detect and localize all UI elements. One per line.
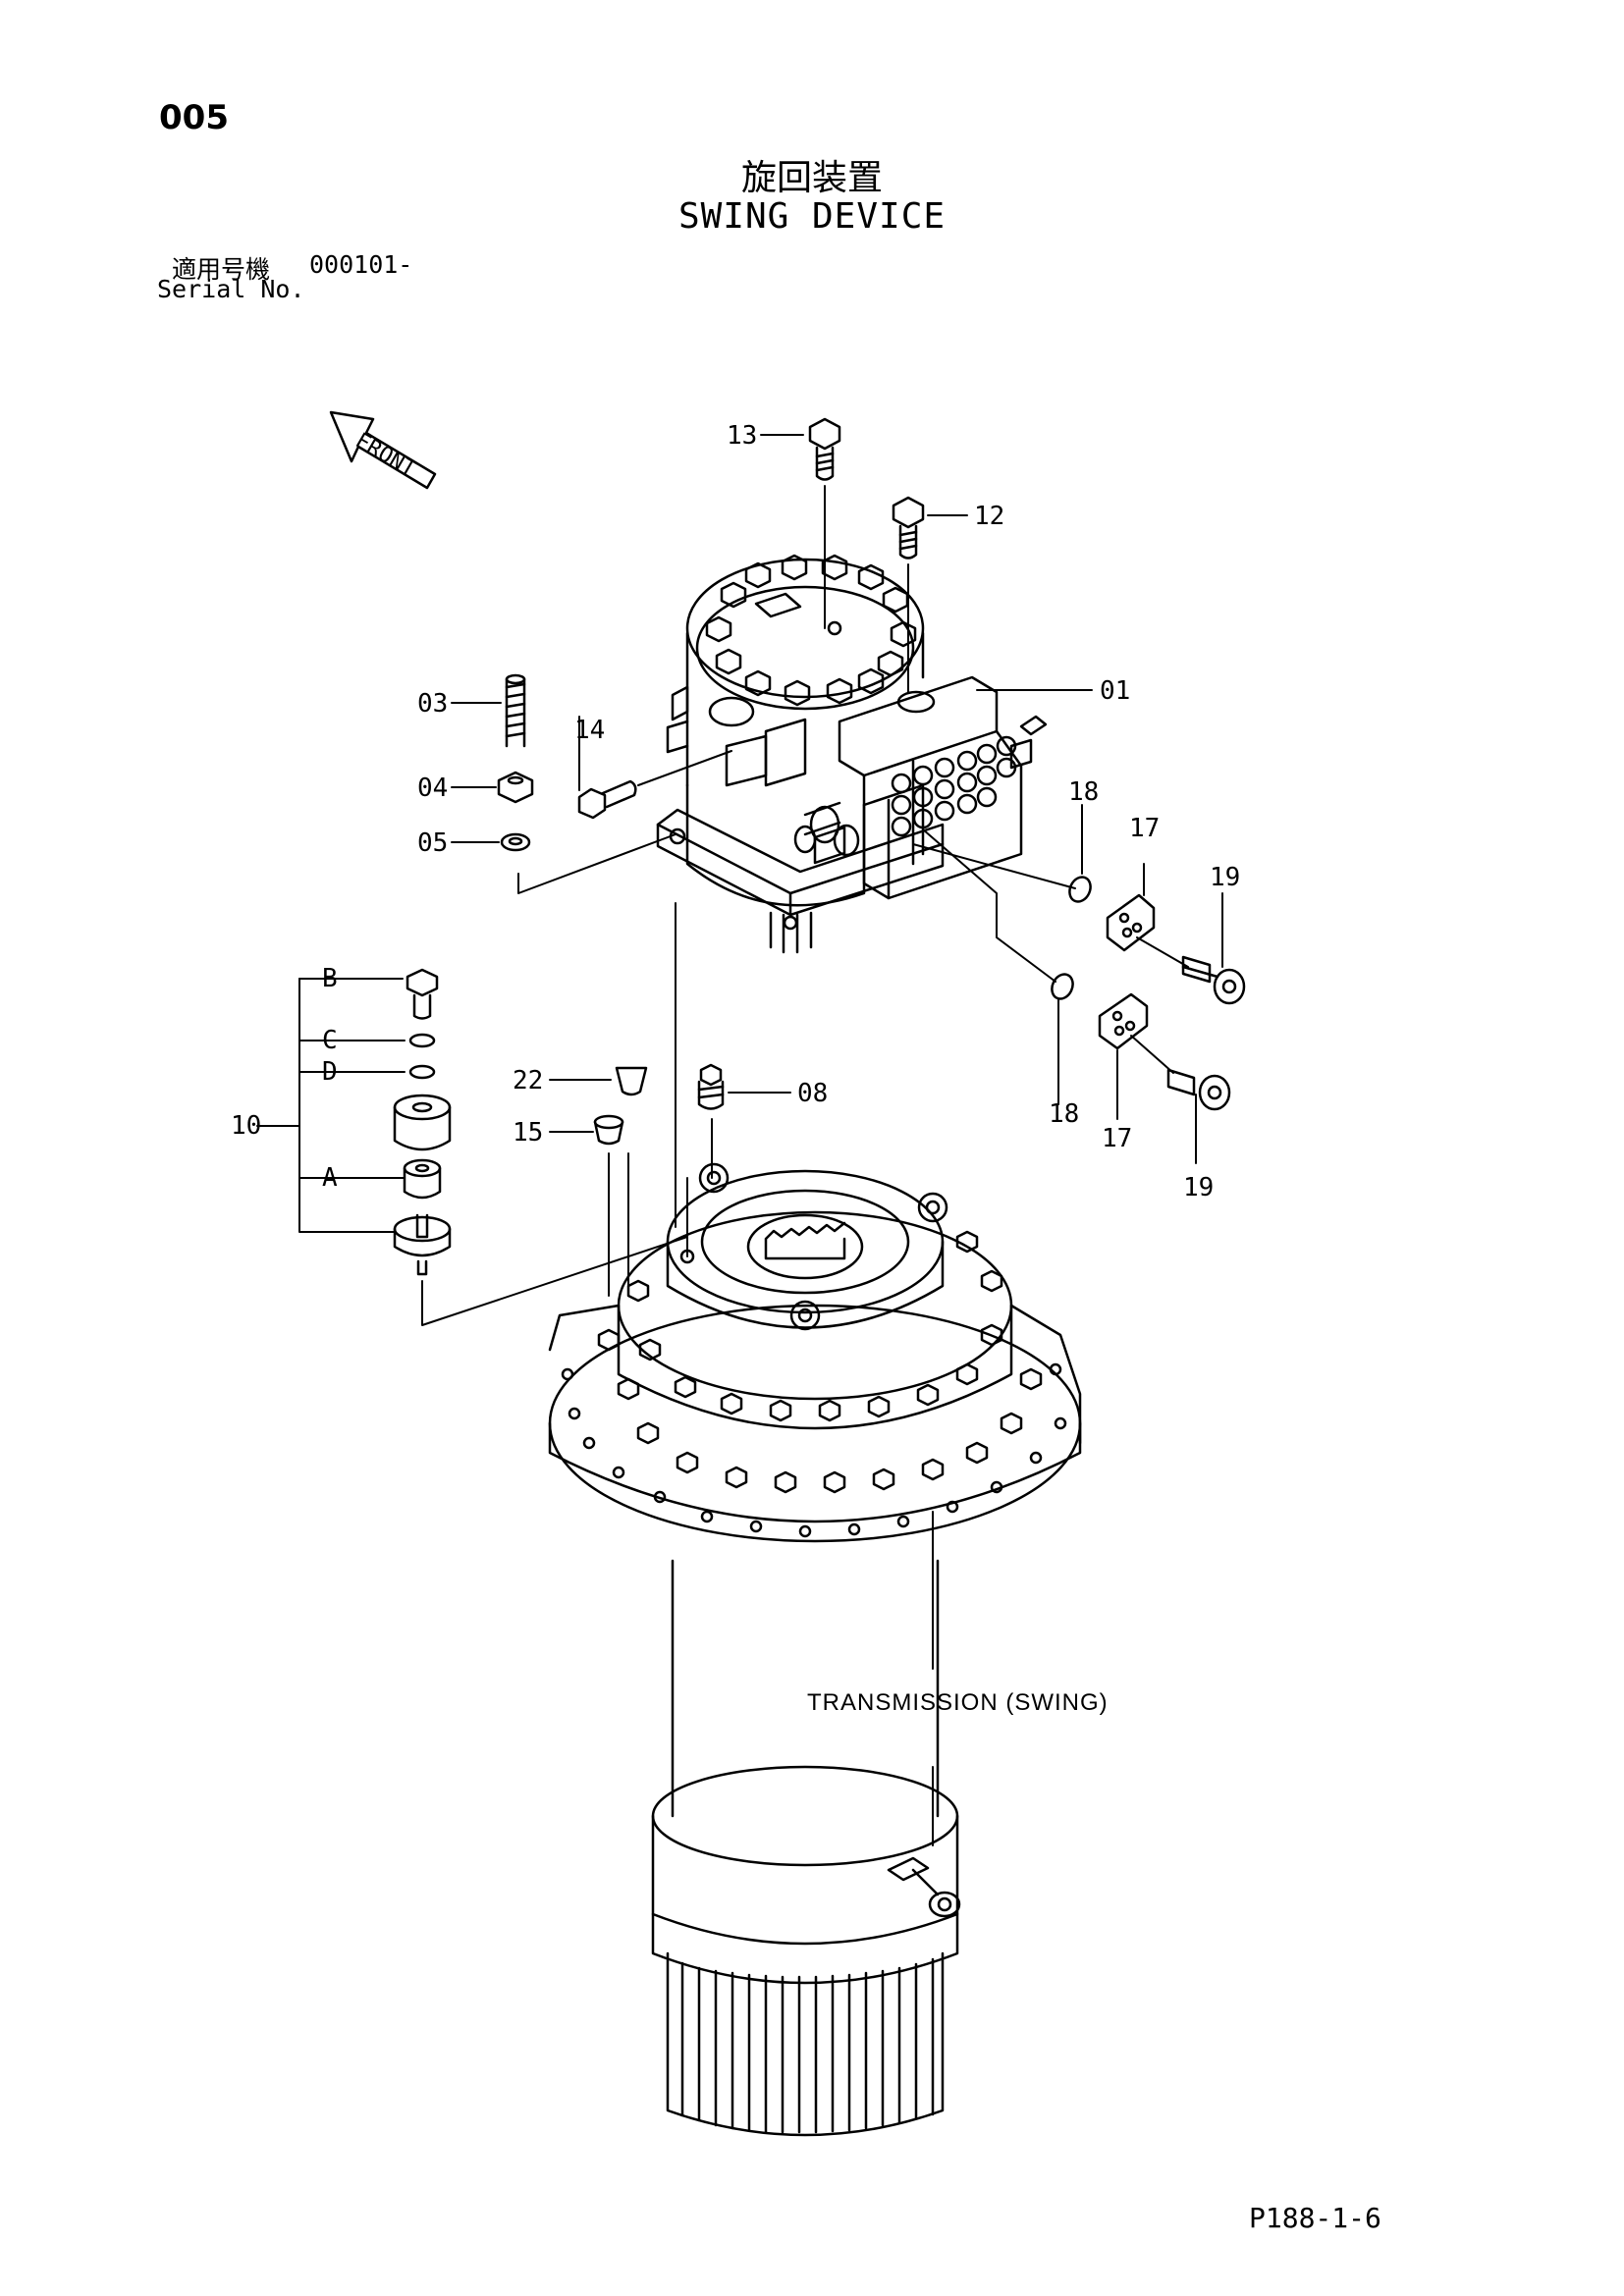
callout-01: 01 bbox=[1100, 676, 1130, 706]
part-12-bolt bbox=[892, 496, 925, 560]
front-label: FRONT bbox=[352, 429, 420, 483]
part-17-flange-upper bbox=[1106, 893, 1156, 952]
callout-18-lower: 18 bbox=[1049, 1099, 1079, 1129]
callout-C: C bbox=[322, 1026, 338, 1055]
callout-13: 13 bbox=[727, 421, 757, 451]
callout-22: 22 bbox=[513, 1066, 543, 1095]
serial-label-en: Serial No. bbox=[157, 275, 305, 303]
part-A-mount bbox=[403, 1158, 442, 1200]
part-14-bolt bbox=[577, 779, 637, 820]
callout-05: 05 bbox=[417, 828, 448, 858]
callout-B: B bbox=[322, 964, 338, 993]
part-D-washer bbox=[408, 1064, 436, 1080]
part-B-bolt bbox=[406, 968, 439, 1020]
part-08-plug bbox=[697, 1063, 725, 1110]
callout-08: 08 bbox=[797, 1079, 828, 1108]
part-C-washer bbox=[408, 1033, 436, 1048]
callout-D: D bbox=[322, 1057, 338, 1087]
part-10-mount bbox=[393, 1094, 452, 1151]
callout-12: 12 bbox=[974, 502, 1004, 531]
part-17-flange-lower bbox=[1098, 992, 1149, 1050]
footer-code: P188-1-6 bbox=[1249, 2202, 1381, 2234]
callout-17-upper: 17 bbox=[1129, 814, 1160, 843]
callout-14: 14 bbox=[574, 716, 605, 745]
part-19-bolt-upper bbox=[1181, 955, 1246, 1005]
callout-A: A bbox=[322, 1163, 338, 1193]
part-13-bolt bbox=[808, 417, 841, 481]
part-18-oring-upper bbox=[1068, 876, 1092, 903]
assembly-label: TRANSMISSION (SWING) bbox=[807, 1689, 1109, 1716]
part-05-washer bbox=[500, 832, 531, 852]
callout-19-upper: 19 bbox=[1210, 863, 1240, 892]
part-04-nut bbox=[497, 771, 534, 804]
page-title-en: SWING DEVICE bbox=[677, 196, 947, 237]
callout-17-lower: 17 bbox=[1102, 1124, 1132, 1153]
serial-value: 000101- bbox=[309, 250, 413, 279]
callout-10: 10 bbox=[231, 1111, 261, 1141]
front-arrow-icon: FRONT bbox=[329, 410, 437, 490]
callout-03: 03 bbox=[417, 689, 448, 719]
part-19-bolt-lower bbox=[1166, 1068, 1231, 1111]
part-18-oring-lower bbox=[1051, 973, 1074, 1000]
serial-label-jp: 適用号機 bbox=[172, 255, 271, 284]
part-03-stud bbox=[505, 673, 526, 748]
part-22-cap bbox=[615, 1066, 648, 1096]
callout-04: 04 bbox=[417, 774, 448, 803]
part-15-cap bbox=[593, 1114, 624, 1146]
callout-19-lower: 19 bbox=[1183, 1173, 1214, 1202]
swing-transmission bbox=[548, 1162, 1082, 2137]
page-title-jp: 旋回装置 bbox=[740, 158, 883, 198]
swing-motor-assembly bbox=[656, 554, 1048, 954]
callout-18-upper: 18 bbox=[1068, 777, 1099, 807]
page-number: 005 bbox=[159, 98, 229, 137]
part-lower-mount bbox=[393, 1213, 452, 1276]
callout-15: 15 bbox=[513, 1118, 543, 1148]
